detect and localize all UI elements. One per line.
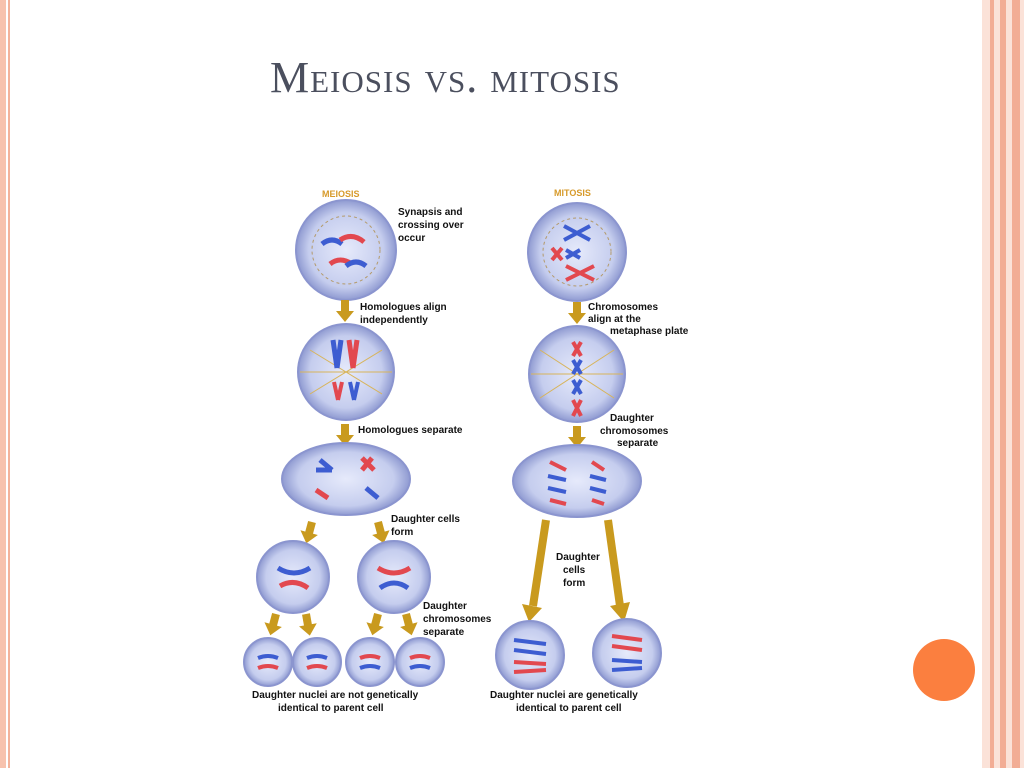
meiosis-anaphase-cell	[281, 442, 411, 516]
meiosis-daughter-cell	[256, 540, 330, 614]
label-chromosomes-align: Chromosomes align at the metaphase plate	[588, 302, 689, 337]
arrow-down	[568, 302, 586, 324]
right-border-stripe	[1000, 0, 1006, 768]
arrow-down-long	[604, 519, 630, 622]
arrow-down-long	[522, 519, 550, 622]
meiosis-prophase-cell	[295, 199, 397, 301]
label-daughter-cells-form: Daughter cells form	[556, 552, 603, 589]
arrow-down	[336, 300, 354, 322]
mitosis-daughter-cell	[592, 618, 662, 688]
slide-title: Meiosis vs. mitosis	[270, 53, 621, 102]
mitosis-metaphase-cell	[528, 325, 626, 423]
right-border-stripe	[1012, 0, 1020, 768]
mitosis-header: MITOSIS	[554, 188, 591, 198]
arrow-down	[397, 611, 421, 638]
meiosis-final-cell	[345, 637, 395, 687]
mitosis-daughter-cell	[495, 620, 565, 690]
meiosis-final-cell	[243, 637, 293, 687]
mitosis-anaphase-cell	[512, 444, 642, 518]
arrow-down	[297, 612, 319, 638]
right-border-stripe	[990, 0, 994, 768]
label-synapsis: Synapsis and crossing over occur	[398, 207, 466, 244]
label-mitosis-result: Daughter nuclei are genetically identica…	[490, 690, 641, 714]
arrow-down	[363, 611, 387, 638]
mitosis-prophase-cell	[527, 202, 627, 302]
meiosis-final-cell	[395, 637, 445, 687]
label-daughter-chromosomes-separate: Daughter chromosomes separate	[600, 413, 671, 449]
label-homologues-separate: Homologues separate	[358, 425, 463, 436]
meiosis-header: MEIOSIS	[322, 189, 360, 199]
arrow-down	[261, 611, 285, 638]
label-daughter-chromosomes-separate: Daughter chromosomes separate	[423, 601, 494, 638]
meiosis-metaphase-cell	[297, 323, 395, 421]
left-border-line	[8, 0, 10, 768]
label-daughter-cells-form: Daughter cells form	[391, 514, 463, 538]
label-homologues-align: Homologues align independently	[360, 302, 449, 326]
accent-dot	[913, 639, 975, 701]
meiosis-daughter-cell	[357, 540, 431, 614]
meiosis-final-cell	[292, 637, 342, 687]
label-meiosis-result: Daughter nuclei are not genetically iden…	[252, 690, 421, 714]
left-border	[0, 0, 6, 768]
